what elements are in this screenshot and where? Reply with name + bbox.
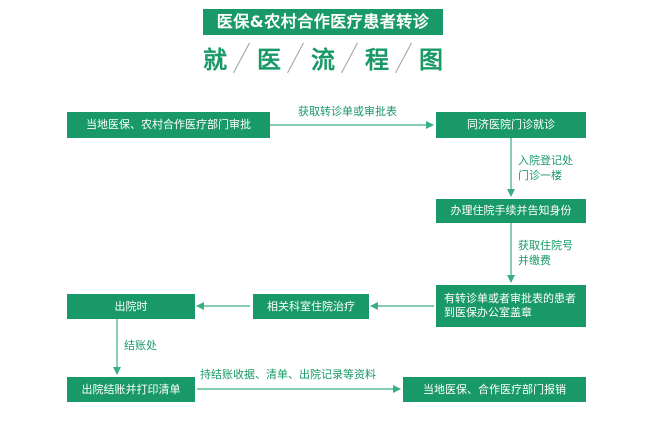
node-local-approval: 当地医保、农村合作医疗部门审批 <box>67 112 270 138</box>
edge-label-get-admission-2: 并缴费 <box>518 254 551 267</box>
subtitle-char: 流 <box>311 45 335 74</box>
edge-label-admission-desk-1: 入院登记处 <box>518 154 573 167</box>
edge-label-get-referral: 获取转诊单或审批表 <box>298 105 397 118</box>
edge-label-admission-desk-2: 门诊一楼 <box>518 169 562 182</box>
subtitle-char: 就 <box>203 45 227 74</box>
subtitle-char: 图 <box>419 45 443 74</box>
edge-label-bring-docs: 持结账收据、清单、出院记录等资料 <box>200 368 376 381</box>
node-insurance-office: 有转诊单或者审批表的患者到医保办公室盖章 <box>436 285 586 327</box>
node-discharge: 出院时 <box>67 294 195 319</box>
node-local-reimburse: 当地医保、合作医疗部门报销 <box>403 377 586 402</box>
node-admission: 办理住院手续并告知身份 <box>436 199 586 223</box>
edge-label-get-admission-1: 获取住院号 <box>518 239 573 252</box>
subtitle-char: 程 <box>365 45 389 74</box>
node-ward-treatment: 相关科室住院治疗 <box>253 294 369 319</box>
diagram-subtitle: 就 医 流 程 图 <box>203 40 443 74</box>
diagram-title: 医保&农村合作医疗患者转诊 <box>203 9 443 35</box>
edge-label-checkout: 结账处 <box>124 339 157 352</box>
node-tongji-clinic: 同济医院门诊就诊 <box>436 112 586 138</box>
node-settle-print: 出院结账并打印清单 <box>67 377 195 402</box>
subtitle-char: 医 <box>257 45 281 74</box>
